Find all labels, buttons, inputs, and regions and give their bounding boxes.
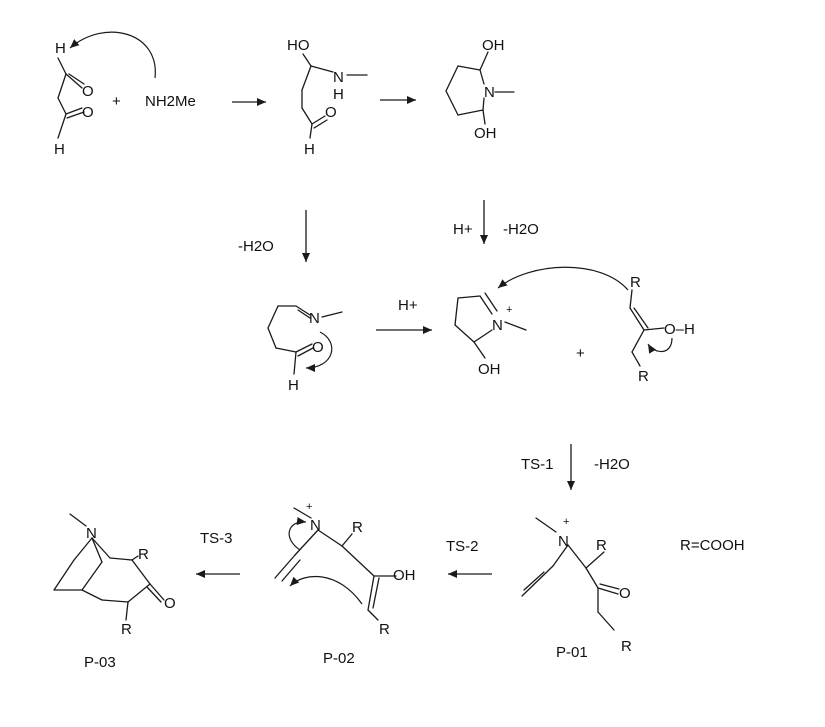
- p02-r-top: R: [352, 519, 363, 536]
- acid-label-1: H+: [453, 221, 473, 238]
- aldehyde-h-top: H: [55, 40, 66, 57]
- pyrrolidine-diol: OH N OH: [445, 37, 515, 142]
- iminium-oh: OH: [478, 361, 501, 378]
- hemiaminal-intermediate: HO N H O H: [287, 37, 368, 158]
- p01-r-bottom: R: [621, 638, 632, 655]
- enol-r-top: R: [630, 274, 641, 291]
- iminium-ion: N + OH: [454, 292, 527, 378]
- imine-aldehyde-o: O: [312, 339, 324, 356]
- acid-label-2: H+: [398, 297, 418, 314]
- curved-arrow-enol: [647, 337, 673, 354]
- diol-oh-top: OH: [482, 37, 505, 54]
- enol-r-bottom: R: [638, 368, 649, 385]
- enol-oh: O–H: [664, 321, 695, 338]
- p03-r-top: R: [138, 546, 149, 563]
- curved-arrow-mannich: [497, 266, 629, 291]
- methylamine-label: NH2Me: [145, 93, 196, 110]
- ts1-label: TS-1: [521, 456, 554, 473]
- hemiaminal-n: N: [333, 69, 344, 86]
- curved-arrow-cyclization: [305, 331, 333, 372]
- p02-structure: N + R OH R: [274, 501, 416, 638]
- diol-oh-bottom: OH: [474, 125, 497, 142]
- curved-arrow-p02-a: [288, 517, 307, 551]
- iminium-charge: +: [506, 304, 512, 316]
- p02-n: N: [310, 517, 321, 534]
- p01-charge: +: [563, 516, 569, 528]
- hemiaminal-o: O: [325, 104, 337, 121]
- hemiaminal-nh: H: [333, 86, 344, 103]
- p03-structure: N R O R: [53, 513, 176, 638]
- p02-oh: OH: [393, 567, 416, 584]
- p01-r-top: R: [596, 537, 607, 554]
- diol-n: N: [484, 84, 495, 101]
- aldehyde-o-top: O: [82, 83, 94, 100]
- p01-structure: N + R O R: [521, 516, 632, 655]
- p02-r-bottom: R: [379, 621, 390, 638]
- plus-sign-2: +: [576, 345, 585, 362]
- plus-sign-1: +: [112, 93, 121, 110]
- curved-arrow-amine-attack: [69, 31, 156, 79]
- p01-n: N: [558, 533, 569, 550]
- p03-label: P-03: [84, 654, 116, 671]
- dehydration-label-ts1: -H2O: [594, 456, 630, 473]
- r-group-legend: R=COOH: [680, 537, 745, 554]
- p03-r-bottom: R: [121, 621, 132, 638]
- imine-n: N: [309, 310, 320, 327]
- ts2-label: TS-2: [446, 538, 479, 555]
- aldehyde-h-bottom: H: [54, 141, 65, 158]
- p01-label: P-01: [556, 644, 588, 661]
- imine-aldehyde-h: H: [288, 377, 299, 394]
- p03-n: N: [86, 525, 97, 542]
- hemiaminal-ho: HO: [287, 37, 310, 54]
- dehydration-text: -H2O: [238, 238, 274, 255]
- iminium-n: N: [492, 317, 503, 334]
- dehydration-label-left: -H2O: [238, 238, 274, 255]
- p02-charge: +: [306, 501, 312, 513]
- succinaldehyde: H O O H: [54, 40, 94, 158]
- curved-arrow-p02-b: [289, 575, 363, 605]
- p02-label: P-02: [323, 650, 355, 667]
- aldehyde-o-bottom: O: [82, 104, 94, 121]
- dehydration-label-right: -H2O: [503, 221, 539, 238]
- p01-o: O: [619, 585, 631, 602]
- enol-nucleophile: R O–H R: [629, 274, 695, 385]
- ts3-label: TS-3: [200, 530, 233, 547]
- hemiaminal-h: H: [304, 141, 315, 158]
- p03-o: O: [164, 595, 176, 612]
- imine-aldehyde: N O H: [267, 305, 343, 394]
